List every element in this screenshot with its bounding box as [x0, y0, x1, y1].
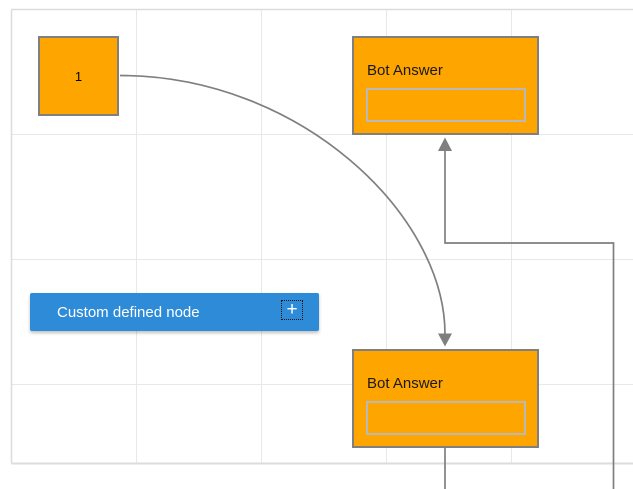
bot-answer-textbox	[366, 401, 526, 435]
bot-answer-title: Bot Answer	[367, 375, 443, 392]
node-bot-answer-top[interactable]: Bot Answer	[352, 36, 539, 135]
canvas-border	[10, 8, 633, 465]
bot-answer-title: Bot Answer	[367, 62, 443, 79]
arrowhead-down-icon	[438, 333, 452, 347]
node-square-label: 1	[74, 68, 83, 84]
bot-answer-textbox	[366, 88, 526, 122]
node-custom-defined[interactable]: Custom defined node +	[30, 293, 319, 331]
arrowhead-up-icon	[438, 137, 452, 151]
add-user-handle[interactable]: +	[281, 300, 303, 320]
custom-node-label: Custom defined node	[57, 303, 200, 321]
node-square-1[interactable]: 1	[38, 36, 119, 116]
node-bot-answer-bottom[interactable]: Bot Answer	[352, 349, 539, 448]
plus-icon: +	[286, 299, 298, 320]
connector-curve-square-to-bottom-bot[interactable]	[119, 74, 452, 347]
connector-elbow-into-top-bot[interactable]	[438, 137, 615, 489]
